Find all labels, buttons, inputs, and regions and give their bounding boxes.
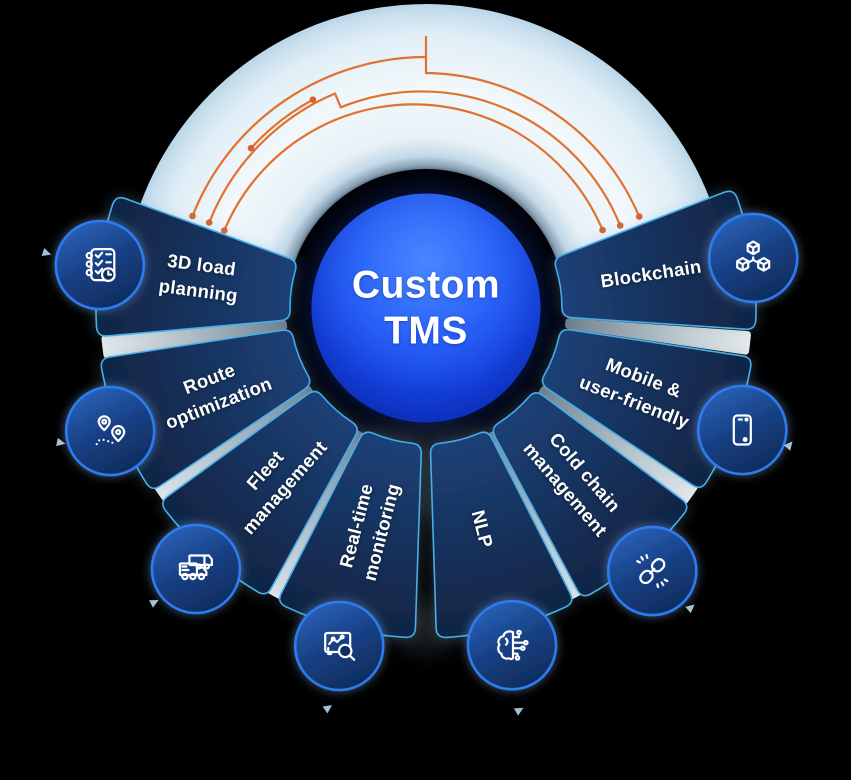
circuit-trace <box>191 55 428 218</box>
chain-link-icon <box>636 553 669 589</box>
decor-arrow <box>513 707 524 716</box>
circuit-node-dot <box>616 222 624 229</box>
monitor-chart-magnifier-icon-circle <box>293 600 385 692</box>
route-pins-icon-circle <box>64 385 156 477</box>
segment-separator <box>264 430 364 601</box>
monitor-chart-magnifier-icon <box>324 631 356 661</box>
fleet-trucks-icon <box>178 554 213 581</box>
circuit-node-dot <box>247 144 255 152</box>
top-arc-band <box>135 4 715 267</box>
circuit-trace <box>223 103 604 232</box>
checklist-clock-icon-circle <box>54 219 146 311</box>
decor-arrow <box>322 705 333 714</box>
center-title-line: TMS <box>384 309 468 352</box>
fleet-trucks-icon-circle <box>150 523 242 615</box>
circuit-trace <box>249 98 314 150</box>
segment-route-optimization-panel <box>100 329 311 490</box>
blockchain-cubes-icon-circle <box>707 212 799 304</box>
segment-separator <box>538 385 698 505</box>
chain-link-icon-circle <box>606 525 698 617</box>
circuit-trace <box>333 92 342 109</box>
center-circle: Custom TMS <box>311 193 541 423</box>
feature-icons <box>54 212 799 692</box>
segment-separator <box>153 385 313 504</box>
center-title-line: Custom <box>351 263 501 307</box>
ai-brain-circuit-icon <box>497 629 529 661</box>
decor-arrow <box>783 441 793 451</box>
ai-brain-circuit-icon-circle <box>466 599 558 691</box>
segment-nlp-panel <box>429 431 573 639</box>
decor-arrows <box>41 248 793 716</box>
smartphone-icon-circle <box>696 384 788 476</box>
decor-arrow <box>149 599 159 608</box>
segment-real-time-monitoring-panel <box>278 431 423 639</box>
circuit-node-dot <box>189 212 196 220</box>
circuit-trace <box>424 71 641 218</box>
circuit-node-dot <box>599 226 606 234</box>
circuit-node-dot <box>221 227 228 234</box>
circuit-trace <box>208 92 337 224</box>
decor-arrow <box>685 604 695 614</box>
decor-arrow <box>41 248 52 256</box>
blockchain-cubes-icon <box>736 240 771 272</box>
decor-arrow <box>56 437 66 447</box>
center-title: Custom TMS <box>352 263 500 353</box>
checklist-clock-icon <box>85 248 116 283</box>
segment-mobile-user-friendly-panel <box>541 328 752 489</box>
route-pins-icon <box>95 415 126 446</box>
circuit-node-dot <box>205 219 213 226</box>
circuit-trace <box>339 90 622 227</box>
segment-blockchain-panel <box>554 190 757 331</box>
smartphone-icon <box>732 414 752 446</box>
segment-load-planning-panel <box>95 196 297 337</box>
circuit-node-dot <box>309 96 317 103</box>
segment-separator <box>565 318 751 355</box>
circuit-node-dot <box>635 213 643 220</box>
circuit-traces <box>189 35 643 234</box>
segment-separator <box>101 319 288 359</box>
